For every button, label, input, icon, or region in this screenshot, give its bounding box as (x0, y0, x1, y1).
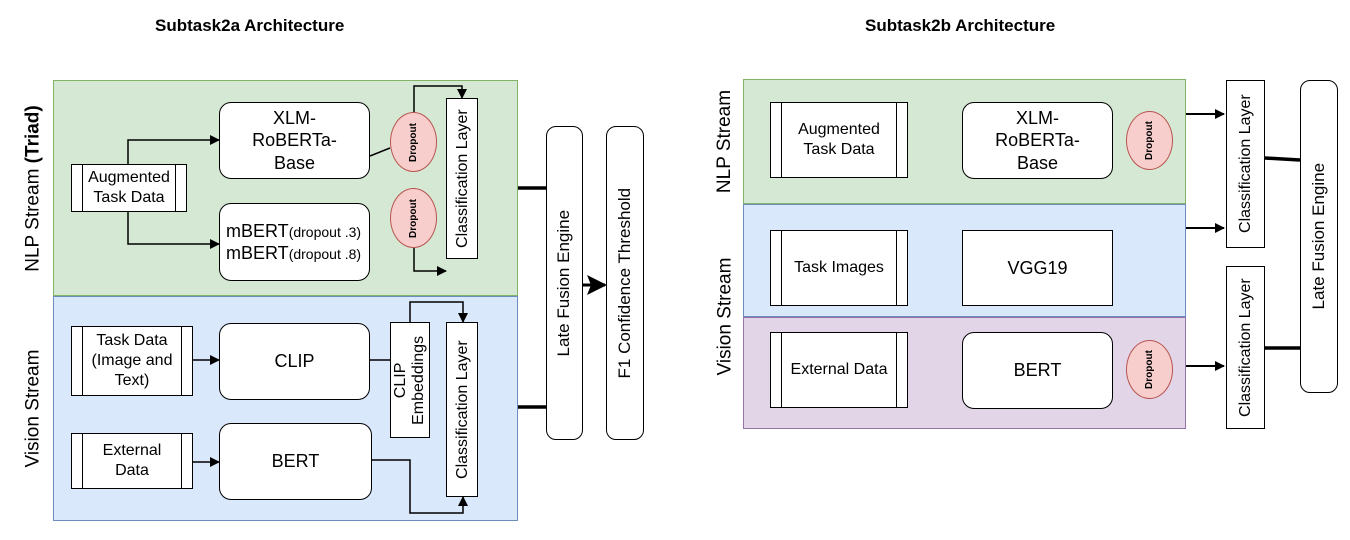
clip-box: CLIP (219, 323, 370, 400)
task-data-image-text-box: Task Data (Image and Text) (71, 326, 193, 396)
bert-box: BERT (219, 423, 372, 500)
classification-layer-2b-bottom: Classification Layer (1226, 266, 1265, 429)
late-fusion-engine-left: Late Fusion Engine (546, 126, 583, 440)
task-images-box: Task Images (770, 230, 908, 306)
xlm-roberta-box-2b: XLM-RoBERTa-Base (962, 102, 1113, 179)
nlp-stream-label-2b: NLP Stream (714, 89, 736, 194)
subtask2a-title: Subtask2a Architecture (155, 16, 345, 35)
vision-stream-label-2b: Vision Stream (714, 257, 736, 376)
mbert-line-2: mBERT(dropout .8) (226, 243, 362, 263)
vgg19-box: VGG19 (962, 230, 1113, 306)
dropout-xlm: Dropout (390, 112, 437, 172)
classification-layer-nlp: Classification Layer (446, 98, 478, 259)
f1-confidence-threshold: F1 Confidence Threshold (606, 126, 644, 440)
classification-layer-2b-top: Classification Layer (1226, 80, 1265, 248)
bert-box-2b: BERT (962, 332, 1113, 409)
clip-embeddings-box: CLIP Embeddings (390, 322, 430, 438)
mbert-box: mBERT(dropout .3) mBERT(dropout .8) (219, 203, 370, 281)
dropout-2b-external: Dropout (1126, 340, 1173, 399)
subtask2b-title: Subtask2b Architecture (865, 16, 1056, 35)
dropout-mbert: Dropout (390, 188, 437, 248)
dropout-2b-nlp: Dropout (1126, 111, 1173, 170)
external-data-box-2b: External Data (770, 332, 908, 408)
xlm-roberta-box: XLM-RoBERTa-Base (219, 102, 370, 179)
external-data-box: External Data (71, 433, 193, 489)
late-fusion-engine-right: Late Fusion Engine (1300, 80, 1338, 393)
augmented-task-data-box-2b: Augmented Task Data (770, 102, 908, 178)
classification-layer-vision: Classification Layer (446, 322, 478, 497)
mbert-line-1: mBERT(dropout .3) (226, 220, 362, 241)
augmented-task-data-box: Augmented Task Data (71, 164, 187, 212)
